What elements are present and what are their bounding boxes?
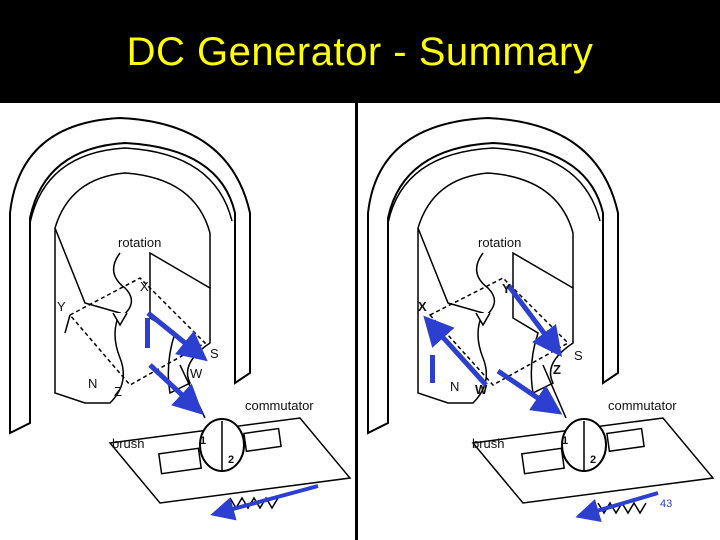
current-arrow-upper [146,311,208,362]
rotation-arrow [112,252,133,319]
label-rotation: rotation [118,235,161,250]
label-n: N [88,376,97,391]
load-resistor [229,496,279,510]
label-s: S [574,348,583,363]
current-arrow-load [210,484,319,521]
label-y: Y [57,299,66,314]
page-number: 43 [660,498,673,510]
current-indicator [145,318,150,348]
label-commutator: commutator [245,398,314,413]
label-w: W [190,366,203,381]
label-brush: brush [472,436,505,451]
current-indicator [430,355,435,383]
label-z: Z [553,362,561,377]
title-bar [0,0,720,103]
brush-right [606,427,645,453]
label-commutator: commutator [608,398,677,413]
label-x: X [140,279,149,294]
label-seg1: 1 [562,435,568,447]
label-y: Y [502,281,511,296]
brush-right [243,427,282,453]
slide-title: DC Generator - Summary [126,30,594,74]
magnet-outline [9,116,251,435]
right-generator-diagram: rotation X Y N W Z S commutator brush 1 … [367,116,715,523]
current-arrow-lower [148,363,204,415]
label-n: N [450,379,459,394]
panel-divider [355,103,358,540]
label-seg2: 2 [590,454,596,466]
current-arrow-diagonal [496,368,563,415]
rotation-arrow [475,252,496,319]
pole-south [512,251,574,395]
current-arrow-load [575,491,659,523]
brush-left [520,447,566,475]
label-x: X [418,299,427,314]
label-z: Z [114,384,122,399]
label-seg1: 1 [200,435,206,447]
left-generator-diagram: rotation X Y N Z S W commutator brush 1 … [9,116,352,521]
label-rotation: rotation [478,235,521,250]
current-arrow-lower [423,315,488,387]
label-w: W [475,382,488,397]
label-brush: brush [112,436,145,451]
label-seg2: 2 [228,454,234,466]
brush-left [157,447,203,475]
magnet-outline [367,116,619,435]
current-arrow-upper [506,283,562,357]
label-s: S [210,346,219,361]
